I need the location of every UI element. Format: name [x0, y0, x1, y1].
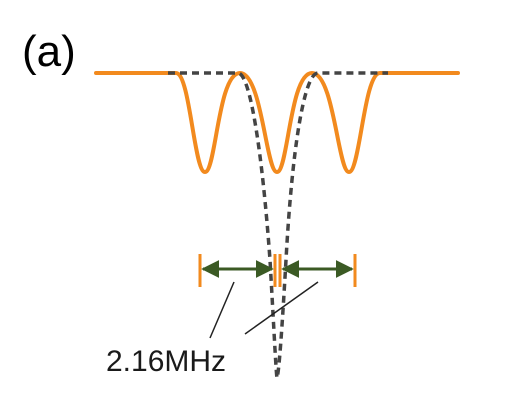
triplet-dip-curve — [94, 71, 460, 174]
panel-label: (a) — [22, 27, 76, 76]
spacing-annotation: 2.16MHz — [106, 345, 226, 378]
leader-line-right — [244, 281, 319, 335]
leader-line-left — [209, 281, 235, 339]
single-dip-curve — [168, 71, 388, 379]
